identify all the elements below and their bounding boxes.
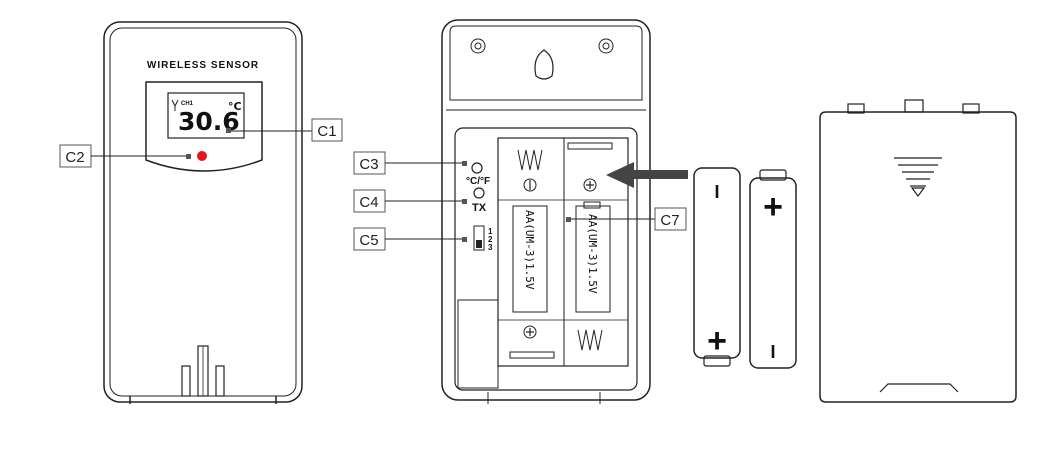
battery-cover	[819, 99, 1017, 403]
lcd-unit: °C	[228, 100, 242, 113]
sensor-title: WIRELESS SENSOR	[147, 60, 259, 71]
polarity-plus-icon-bottom	[523, 325, 537, 339]
battery-label-1: AA(UM-3)1.5V	[523, 210, 536, 290]
back-housing-outer	[441, 19, 651, 401]
display-window	[145, 81, 263, 172]
keyhole-icon	[534, 49, 554, 80]
battery-compartment	[454, 127, 638, 391]
loose-battery-right	[749, 169, 797, 369]
tx-button	[473, 187, 485, 199]
battery-label-2: AA(UM-3)1.5V	[586, 214, 599, 294]
antenna-icon	[171, 99, 179, 111]
insert-arrow-icon	[606, 162, 688, 188]
right-battery-bottom-mark: I	[770, 342, 775, 362]
callout-c1: C1	[317, 123, 336, 140]
callout-c2: C2	[65, 149, 84, 166]
callout-c7-box	[654, 207, 687, 231]
battery-bay	[497, 137, 629, 367]
tx-label: TX	[472, 202, 487, 214]
cf-label: °C/°F	[466, 176, 490, 187]
callout-c5: C5	[359, 232, 378, 249]
sensor-stand	[181, 345, 225, 397]
front-view	[103, 21, 303, 404]
front-housing-inner	[109, 27, 297, 397]
switch-pos-1: 1	[488, 227, 493, 236]
left-battery-top-mark: I	[714, 182, 719, 202]
right-battery-top-mark: +	[763, 188, 783, 226]
lcd-channel: CH1	[181, 101, 194, 107]
callout-c1-leader	[226, 118, 343, 142]
callout-c3: C3	[359, 156, 378, 173]
hanging-plate	[449, 25, 643, 101]
callout-c7: C7	[660, 212, 679, 229]
switch-pos-2: 2	[488, 235, 493, 244]
left-battery-bottom-mark: +	[707, 322, 727, 360]
bay-battery-1	[512, 205, 548, 313]
back-view	[441, 19, 651, 404]
led-indicator	[197, 151, 207, 161]
callout-c1-box	[311, 118, 343, 142]
callout-c4: C4	[359, 194, 378, 211]
slide-marker-icon	[894, 157, 942, 197]
loose-battery-left	[693, 167, 741, 367]
cf-button	[471, 162, 483, 174]
lcd-screen	[167, 92, 245, 139]
front-housing-outer	[103, 21, 303, 403]
channel-switch	[473, 225, 485, 251]
polarity-plus-icon	[583, 178, 597, 192]
bay-battery-2	[575, 205, 611, 313]
spring-bottom	[577, 329, 603, 351]
switch-pos-3: 3	[488, 243, 493, 252]
polarity-minus-icon	[523, 178, 537, 192]
callout-c2-leader	[59, 144, 191, 168]
spring-top	[517, 149, 543, 171]
